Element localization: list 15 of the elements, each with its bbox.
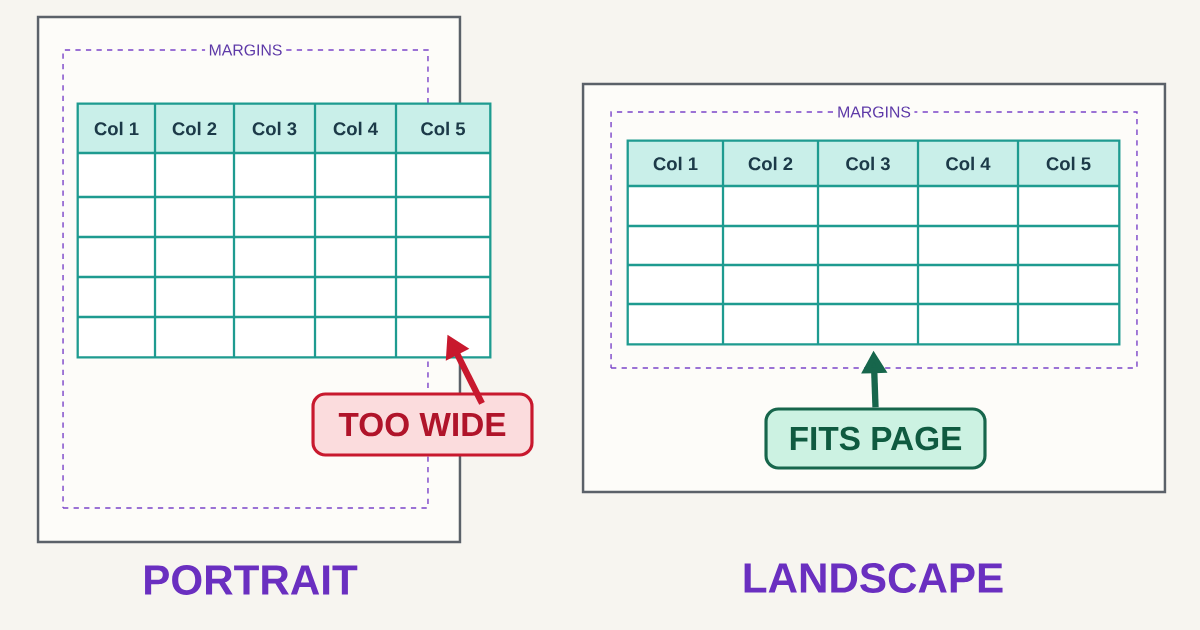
column-header: Col 3 [846,156,890,171]
table [76,102,492,359]
column-header: Col 2 [748,156,793,171]
column-header: Col 3 [252,121,297,136]
column-header: Col 2 [172,121,217,136]
table [626,139,1121,346]
callout-box: FITS PAGE [764,407,987,470]
column-header: Col 1 [94,121,139,136]
column-header: Col 5 [1046,156,1091,171]
page-label: PORTRAIT [145,565,358,595]
page-label: LANDSCAPE [744,563,1003,593]
callout-box: TOO WIDE [311,392,534,457]
column-header: Col 4 [946,156,991,171]
column-header: Col 4 [333,121,378,136]
column-header: Col 1 [653,156,698,171]
